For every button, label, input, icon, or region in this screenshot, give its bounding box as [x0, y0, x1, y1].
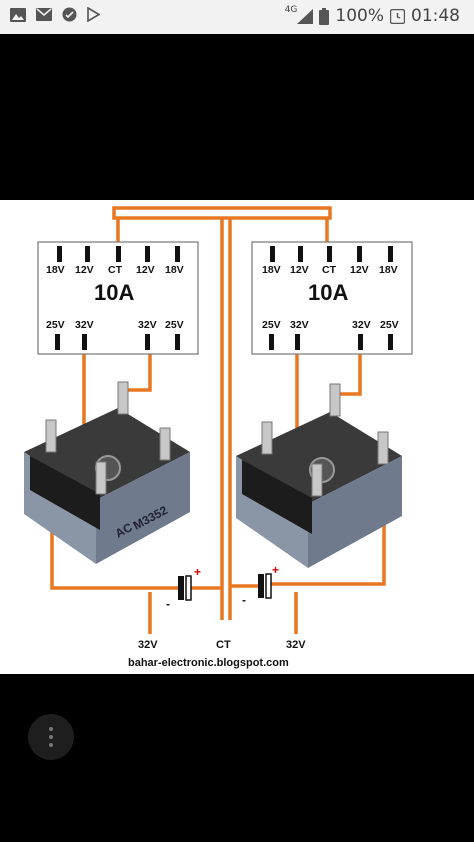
network-type: 4G: [284, 5, 298, 15]
dot: [49, 727, 53, 731]
dot: [49, 743, 53, 747]
bridge-rectifier-right: [236, 383, 402, 568]
cap-right-plus: +: [272, 563, 279, 577]
signal-icon: [297, 8, 314, 24]
cap-right-minus: -: [242, 593, 246, 607]
tr-rating: 10A: [308, 280, 348, 305]
cap-left-plus: +: [194, 565, 201, 579]
transformer-right: 18V 12V CT 12V 18V 10A 25V 32V 32V 25V: [251, 241, 413, 355]
circuit-diagram: 18V 12V CT 12V 18V 10A 25V 32V 32V 25V 1…: [24, 206, 413, 669]
tl-pin-2: 12V: [75, 264, 94, 276]
tl-pin-1: 18V: [46, 264, 65, 276]
battery-icon: [319, 7, 330, 25]
tl-bottom-pin-2: 32V: [75, 319, 94, 331]
tl-pin-5: 18V: [165, 264, 184, 276]
source-watermark: bahar-electronic.blogspot.com: [128, 657, 289, 669]
clock: 01:48: [411, 6, 460, 26]
tl-bottom-pin-4: 25V: [165, 319, 184, 331]
tr-pin-1: 18V: [262, 264, 281, 276]
output-label-right: 32V: [286, 639, 306, 651]
bridge-rectifier-left: AC M3352: [24, 381, 190, 564]
tl-rating: 10A: [94, 280, 134, 305]
tr-bottom-pin-3: 32V: [352, 319, 371, 331]
tr-bottom-pin-4: 25V: [380, 319, 399, 331]
battery-percent: 100%: [335, 6, 384, 26]
alarm-icon: [390, 8, 405, 24]
tl-pin-4: 12V: [136, 264, 155, 276]
capacitor-right: + -: [242, 563, 279, 607]
image-icon: [10, 7, 26, 22]
tl-pin-3: CT: [108, 264, 123, 276]
mail-icon: [36, 8, 52, 21]
transformer-left: 18V 12V CT 12V 18V 10A 25V 32V 32V 25V: [37, 241, 199, 355]
more-options-button[interactable]: [28, 714, 74, 760]
tr-pin-4: 12V: [350, 264, 369, 276]
notification-icons: [10, 7, 100, 22]
tl-bottom-pin-3: 32V: [138, 319, 157, 331]
tr-pin-2: 12V: [290, 264, 309, 276]
cap-left-minus: -: [166, 597, 170, 611]
tr-pin-5: 18V: [379, 264, 398, 276]
status-bar: 4G 100% 01:48: [0, 0, 474, 34]
tl-bottom-pin-1: 25V: [46, 319, 65, 331]
circuit-diagram-image: 18V 12V CT 12V 18V 10A 25V 32V 32V 25V 1…: [0, 200, 474, 674]
tr-bottom-pin-2: 32V: [290, 319, 309, 331]
tr-bottom-pin-1: 25V: [262, 319, 281, 331]
capacitor-left: + -: [166, 565, 201, 611]
image-viewer-background: [0, 34, 474, 200]
play-store-icon: [87, 7, 100, 22]
dot: [49, 735, 53, 739]
output-label-ct: CT: [216, 639, 231, 651]
output-label-left: 32V: [138, 639, 158, 651]
image-viewer-footer: [0, 674, 474, 842]
chat-icon: [62, 7, 77, 22]
tr-pin-3: CT: [322, 264, 337, 276]
system-indicators: 4G 100% 01:48: [284, 5, 460, 26]
